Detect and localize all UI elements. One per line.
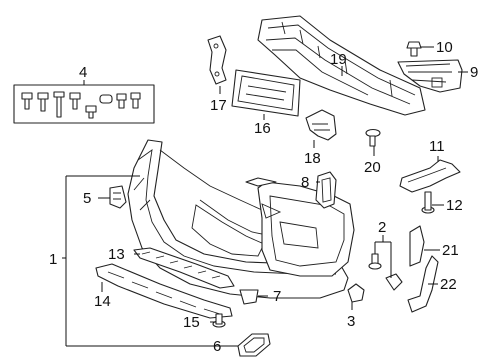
callout-10: 10 (436, 39, 453, 56)
callout-18: 18 (304, 150, 321, 167)
part-22-bracket (407, 255, 439, 313)
callout-14: 14 (94, 293, 111, 310)
part-21-trim (409, 225, 425, 267)
part-4-fastener-kit (13, 84, 155, 124)
callout-5: 5 (83, 190, 91, 207)
part-6-tow-cover (237, 333, 271, 357)
callout-13: 13 (108, 246, 125, 263)
callout-12: 12 (446, 197, 463, 214)
part-10-bolt (406, 41, 422, 57)
part-13-grille-strip (133, 247, 235, 289)
callout-3: 3 (347, 313, 355, 330)
callout-19: 19 (330, 51, 347, 68)
part-9-bracket (397, 59, 463, 93)
callout-9: 9 (470, 64, 478, 81)
callout-20: 20 (364, 159, 381, 176)
part-20-screw (365, 128, 381, 147)
callout-11: 11 (429, 138, 445, 155)
part-5-bracket (109, 185, 127, 209)
callout-8: 8 (301, 174, 309, 191)
callout-6: 6 (213, 338, 221, 355)
callout-7: 7 (273, 288, 281, 305)
part-18-bracket (305, 109, 337, 141)
part-2-fasteners (368, 253, 403, 291)
callout-21: 21 (442, 242, 459, 259)
part-7-clip (239, 289, 259, 305)
leader-lines (62, 46, 468, 347)
part-8-trim (315, 171, 337, 209)
callout-16: 16 (254, 120, 271, 137)
part-17-bracket (207, 35, 227, 85)
callout-4: 4 (79, 64, 87, 81)
part-19-reinforcement-bar (257, 15, 426, 116)
callout-2: 2 (378, 219, 386, 236)
part-11-bracket (399, 159, 461, 193)
part-16-plate-bracket (231, 69, 301, 117)
part-3-clip (347, 283, 365, 303)
callout-22: 22 (440, 276, 457, 293)
callout-1: 1 (49, 251, 57, 268)
callout-labels: 1 2 3 4 5 6 7 8 9 10 11 12 13 14 15 16 1… (49, 39, 478, 355)
part-12-bolt (421, 191, 435, 214)
callout-17: 17 (210, 97, 227, 114)
callout-15: 15 (183, 314, 200, 331)
part-14-deflector (95, 263, 233, 319)
